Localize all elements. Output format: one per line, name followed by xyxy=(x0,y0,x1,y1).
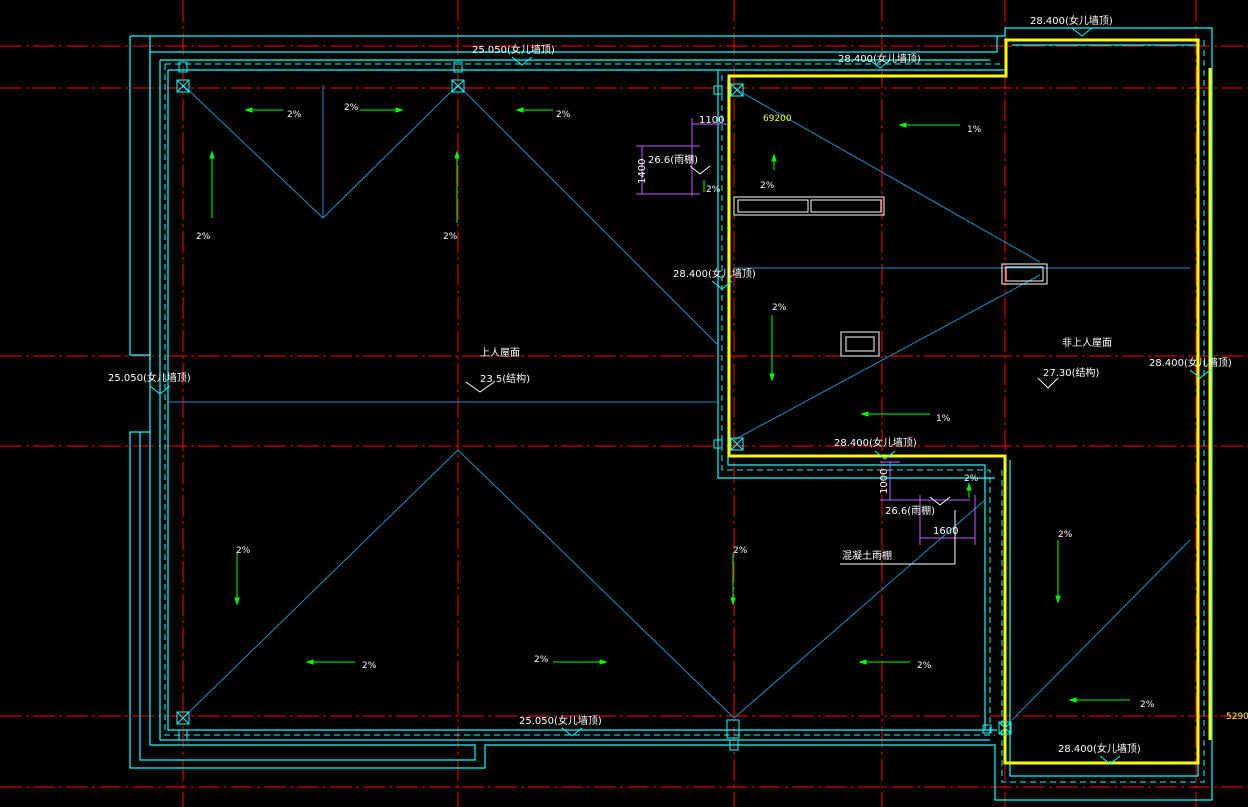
slope-label: 2% xyxy=(964,474,979,484)
slope-label: 2% xyxy=(196,232,211,242)
label-canopy-1: 26.6(雨棚) xyxy=(648,153,698,166)
slope-arrows xyxy=(209,107,1130,703)
slope-label: 2% xyxy=(1140,700,1155,710)
roof-openings xyxy=(733,196,1048,357)
slope-label: 2% xyxy=(733,546,748,556)
label-parapet-top-2: 28.400(女儿墙顶) xyxy=(1030,14,1113,27)
slope-label: 2% xyxy=(772,303,787,313)
slope-label: 1% xyxy=(936,414,951,424)
elevation-markers xyxy=(149,27,1211,765)
slope-label: 2% xyxy=(760,181,775,191)
parapet-dashed xyxy=(164,39,1205,783)
label-dim-1400: 1400 xyxy=(637,159,648,184)
label-dim-1100: 1100 xyxy=(699,115,724,126)
parapet-walls xyxy=(129,27,1213,801)
label-dim-1600: 1600 xyxy=(933,526,958,537)
slope-labels: 2% 2% 2% 2% 2% 2% 2% 2% 2% 2% 2% 2% 2% 1… xyxy=(196,103,1155,710)
label-drain-1: 69200 xyxy=(763,114,792,124)
annotation-labels: 25.050(女儿墙顶) 28.400(女儿墙顶) 28.400(女儿墙顶) 2… xyxy=(108,14,1248,755)
label-parapet-mid: 28.400(女儿墙顶) xyxy=(673,267,756,280)
label-canopy-2: 26.6(雨棚) xyxy=(885,504,935,517)
label-concrete-canopy: 混凝土雨棚 xyxy=(842,549,892,562)
label-roof-access-elev: 23.5(结构) xyxy=(480,372,530,385)
drain-markers xyxy=(176,61,1012,751)
label-parapet-top-1: 25.050(女儿墙顶) xyxy=(472,43,555,56)
slope-label: 2% xyxy=(556,110,571,120)
label-roof-noaccess: 非上人屋面 xyxy=(1062,337,1112,349)
dimension-lines xyxy=(636,118,976,545)
slope-label: 1% xyxy=(967,125,982,135)
label-parapet-bottom: 25.050(女儿墙顶) xyxy=(519,714,602,727)
label-parapet-top-3: 28.400(女儿墙顶) xyxy=(838,52,921,65)
label-roof-access: 上人屋面 xyxy=(480,347,520,359)
slope-label: 2% xyxy=(1058,530,1073,540)
label-parapet-top-4: 28.400(女儿墙顶) xyxy=(834,436,917,449)
slope-label: 2% xyxy=(534,655,549,665)
label-parapet-left: 25.050(女儿墙顶) xyxy=(108,371,191,384)
slope-label: 2% xyxy=(706,185,721,195)
label-dim-1000: 1000 xyxy=(879,469,890,494)
slope-label: 2% xyxy=(344,103,359,113)
highlight-boundary xyxy=(727,38,1212,765)
label-roof-noaccess-elev: 27.30(结构) xyxy=(1043,366,1100,379)
elevation-markers-white xyxy=(465,165,1059,565)
ridge-lines xyxy=(168,84,1191,721)
slope-label: 2% xyxy=(362,661,377,671)
label-parapet-br: 28.400(女儿墙顶) xyxy=(1058,742,1141,755)
slope-label: 2% xyxy=(917,661,932,671)
slope-label: 2% xyxy=(236,546,251,556)
slope-label: 2% xyxy=(443,232,458,242)
label-drain-2: 52900 xyxy=(1226,712,1248,722)
slope-label: 2% xyxy=(287,110,302,120)
label-parapet-right: 28.400(女儿墙顶) xyxy=(1149,356,1232,369)
